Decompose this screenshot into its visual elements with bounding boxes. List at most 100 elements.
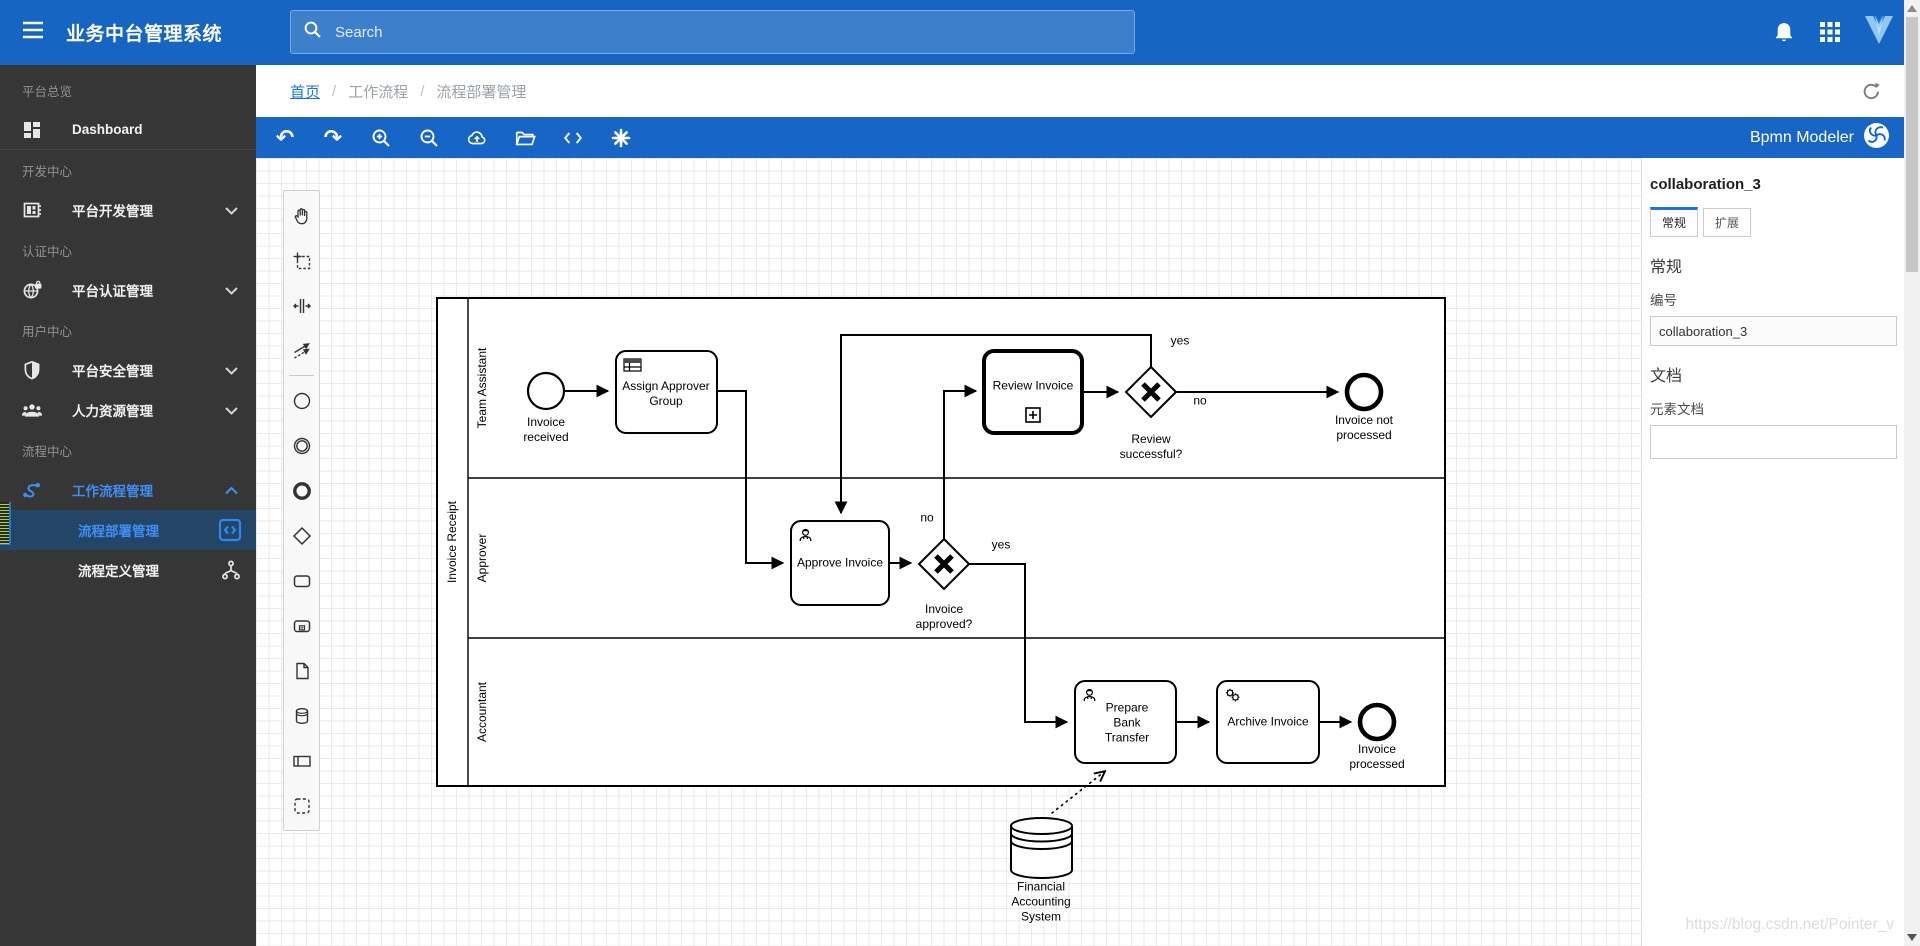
palette-space-tool[interactable] xyxy=(284,283,319,328)
hand-icon xyxy=(294,207,307,224)
sidebar-item-hr[interactable]: 人力资源管理 xyxy=(0,390,256,430)
subprocess-icon xyxy=(293,619,310,632)
screen-edge-artifact xyxy=(0,502,11,545)
top-header xyxy=(256,0,1904,65)
chevron-down-icon xyxy=(225,203,238,218)
sidebar-item-workflow[interactable]: 工作流程管理 xyxy=(0,470,256,510)
breadcrumb-workflow: 工作流程 xyxy=(348,83,409,101)
bpmn-toolbar: ↶ ↷ Bpmn Modeler xyxy=(256,117,1904,158)
palette-create-start-event[interactable] xyxy=(284,378,319,423)
sidebar-section-process: 流程中心 xyxy=(22,444,73,459)
lasso-icon xyxy=(293,252,310,269)
gateway-invoice-approved[interactable] xyxy=(917,537,971,591)
end-event-invoice-not-processed[interactable] xyxy=(1344,372,1384,412)
gateway-review-successful[interactable] xyxy=(1124,365,1178,419)
element-id-input[interactable] xyxy=(1650,316,1897,346)
bpmn-io-logo xyxy=(1863,122,1890,154)
properties-panel: collaboration_3 常规 扩展 常规 编号 文档 元素文档 xyxy=(1641,158,1904,946)
properties-tabs: 常规 扩展 xyxy=(1650,207,1897,237)
task-assign-approver-group[interactable] xyxy=(615,350,718,434)
flow-yes-to-prepare[interactable] xyxy=(969,563,1069,729)
sidebar-item-dashboard[interactable]: Dashboard xyxy=(0,110,256,150)
palette-global-connect-tool[interactable] xyxy=(284,328,319,373)
id-field-label: 编号 xyxy=(1650,293,1677,308)
doc-section-heading: 文档 xyxy=(1650,368,1683,385)
zoom-out-icon[interactable] xyxy=(418,127,440,149)
connect-icon xyxy=(293,342,310,359)
bpmn-palette xyxy=(283,190,320,831)
cloud-upload-icon[interactable] xyxy=(466,127,488,149)
call-activity-review-invoice[interactable] xyxy=(982,349,1084,435)
search-box[interactable] xyxy=(290,10,1135,54)
task-prepare-bank-transfer[interactable] xyxy=(1074,680,1177,764)
sidebar: 业务中台管理系统 平台总览 Dashboard 开发中心 平台开发管理 认证中心… xyxy=(0,0,256,946)
modeler-title-area: Bpmn Modeler xyxy=(1750,122,1890,154)
zoom-in-icon[interactable] xyxy=(370,127,392,149)
intermediate-event-icon xyxy=(293,437,310,454)
breadcrumb: 首页 / 工作流程 / 流程部署管理 xyxy=(290,81,526,102)
palette-hand-tool[interactable] xyxy=(284,193,319,238)
scrollbar-thumb[interactable] xyxy=(1906,17,1918,272)
selected-element-id: collaboration_3 xyxy=(1650,176,1761,193)
app-title: 业务中台管理系统 xyxy=(66,24,223,45)
start-event-invoice-received[interactable] xyxy=(526,371,566,411)
people-icon xyxy=(20,399,44,421)
palette-create-participant[interactable] xyxy=(284,738,319,783)
globe-lock-icon xyxy=(20,279,44,301)
sidebar-header: 业务中台管理系统 xyxy=(0,0,256,65)
hamburger-menu-icon[interactable] xyxy=(22,21,44,44)
chevron-up-icon xyxy=(225,483,238,498)
scrollbar-up-arrow-icon[interactable] xyxy=(1907,5,1917,12)
sidebar-nav: 平台总览 Dashboard 开发中心 平台开发管理 认证中心 平台认证管理 用… xyxy=(0,70,256,590)
sidebar-item-process-deploy[interactable]: 流程部署管理 xyxy=(0,510,256,550)
bpmn-canvas[interactable]: Invoice Receipt Team Assistant Approver … xyxy=(256,158,1641,946)
breadcrumb-home-link[interactable]: 首页 xyxy=(290,83,321,101)
workflow-icon xyxy=(20,479,44,501)
palette-create-group[interactable] xyxy=(284,783,319,828)
end-event-icon xyxy=(292,481,311,500)
palette-create-data-store[interactable] xyxy=(284,693,319,738)
task-archive-invoice[interactable] xyxy=(1216,680,1320,764)
association-datastore-to-prepare[interactable] xyxy=(1051,772,1104,814)
sidebar-item-platform-security[interactable]: 平台安全管理 xyxy=(0,350,256,390)
task-approve-invoice[interactable] xyxy=(790,520,890,606)
palette-create-end-event[interactable] xyxy=(284,468,319,513)
flow-yes-to-approve[interactable] xyxy=(834,334,1152,515)
sidebar-item-platform-dev[interactable]: 平台开发管理 xyxy=(0,190,256,230)
data-object-icon xyxy=(295,662,309,679)
search-input[interactable] xyxy=(333,22,1122,42)
tab-extension[interactable]: 扩展 xyxy=(1703,208,1752,237)
undo-icon[interactable]: ↶ xyxy=(275,124,295,150)
data-store-icon xyxy=(295,707,308,724)
datastore-financial-accounting-system[interactable] xyxy=(1010,817,1073,879)
gateway-icon xyxy=(292,526,311,545)
code-icon[interactable] xyxy=(562,127,584,149)
open-folder-icon[interactable] xyxy=(514,127,536,149)
element-doc-input[interactable] xyxy=(1650,425,1897,459)
notifications-bell-icon[interactable] xyxy=(1771,20,1797,46)
sidebar-item-platform-auth[interactable]: 平台认证管理 xyxy=(0,270,256,310)
refresh-icon[interactable] xyxy=(1861,81,1882,107)
palette-create-gateway[interactable] xyxy=(284,513,319,558)
flow-no-to-review[interactable] xyxy=(943,384,978,539)
group-icon xyxy=(293,797,310,814)
palette-create-subprocess[interactable] xyxy=(284,603,319,648)
flow-assign-to-approve[interactable] xyxy=(717,390,785,570)
apps-grid-icon[interactable] xyxy=(1818,20,1844,46)
chevron-down-icon xyxy=(225,403,238,418)
end-event-invoice-processed[interactable] xyxy=(1357,702,1397,742)
page-scrollbar[interactable] xyxy=(1904,0,1920,946)
general-section-heading: 常规 xyxy=(1650,259,1683,276)
tab-general[interactable]: 常规 xyxy=(1650,207,1699,237)
asterisk-icon[interactable] xyxy=(610,127,632,149)
palette-create-data-object[interactable] xyxy=(284,648,319,693)
palette-create-task[interactable] xyxy=(284,558,319,603)
palette-create-intermediate-event[interactable] xyxy=(284,423,319,468)
user-avatar-logo[interactable] xyxy=(1862,14,1893,44)
redo-icon[interactable]: ↷ xyxy=(323,124,343,150)
code-badge-icon xyxy=(218,518,242,542)
palette-lasso-tool[interactable] xyxy=(284,238,319,283)
sequence-flows[interactable] xyxy=(564,334,1353,729)
scrollbar-down-arrow-icon[interactable] xyxy=(1907,934,1917,941)
sidebar-item-process-definition[interactable]: 流程定义管理 xyxy=(0,550,256,590)
